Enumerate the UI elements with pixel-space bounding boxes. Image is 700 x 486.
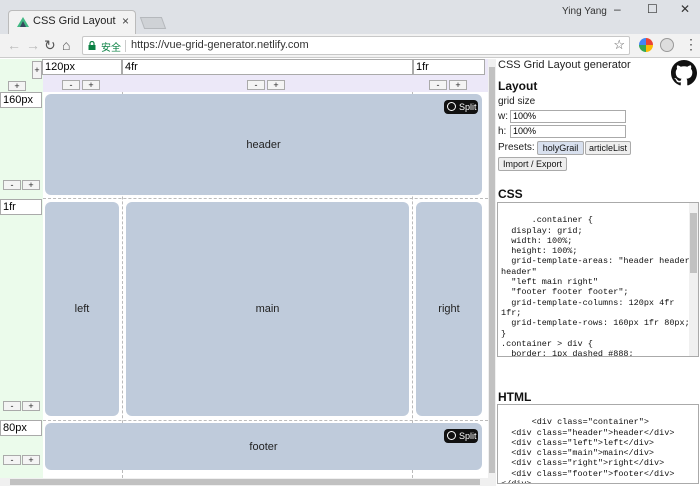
area-label: right bbox=[438, 303, 460, 315]
scrollbar-thumb[interactable] bbox=[690, 213, 697, 273]
column-minus-button[interactable]: - bbox=[62, 80, 80, 90]
address-separator bbox=[125, 40, 126, 52]
height-label: h: bbox=[498, 126, 507, 137]
split-icon bbox=[447, 102, 456, 111]
layout-heading: Layout bbox=[498, 79, 538, 93]
scrollbar-thumb[interactable] bbox=[489, 67, 495, 473]
secure-label: 安全 bbox=[101, 43, 121, 54]
code-scrollbar[interactable] bbox=[689, 203, 698, 356]
row-minus-button[interactable]: - bbox=[3, 180, 21, 190]
close-window-icon[interactable]: ✕ bbox=[680, 2, 691, 16]
row-plus-button[interactable]: + bbox=[22, 401, 40, 411]
area-label: left bbox=[74, 303, 90, 315]
row-minus-button[interactable]: - bbox=[3, 455, 21, 465]
extension-icon[interactable] bbox=[660, 38, 674, 52]
row-size-input[interactable]: 160px bbox=[0, 92, 42, 108]
column-size-input[interactable]: 4fr bbox=[122, 59, 413, 75]
github-icon[interactable] bbox=[671, 60, 697, 86]
tab-close-icon[interactable]: × bbox=[121, 14, 129, 28]
row-size-input[interactable]: 80px bbox=[0, 420, 42, 436]
grid-line bbox=[43, 420, 488, 421]
preset-articlelist-button[interactable]: articleList bbox=[585, 141, 631, 155]
row-plus-button[interactable]: + bbox=[22, 455, 40, 465]
forward-icon[interactable]: → bbox=[26, 37, 40, 53]
back-icon[interactable]: ← bbox=[7, 37, 21, 53]
css-code-box[interactable]: .container { display: grid; width: 100%;… bbox=[497, 202, 699, 357]
area-label: footer bbox=[249, 440, 278, 453]
app-title: CSS Grid Layout generator bbox=[498, 59, 631, 71]
preset-holygrail-button[interactable]: holyGrail bbox=[537, 141, 584, 155]
import-export-button[interactable]: Import / Export bbox=[498, 157, 567, 171]
grid-editor: + + 120px 4fr 1fr - + - + - + 160px 1fr … bbox=[0, 59, 488, 478]
url-text[interactable]: https://vue-grid-generator.netlify.com bbox=[131, 39, 309, 51]
css-code: .container { display: grid; width: 100%;… bbox=[501, 215, 690, 357]
height-input[interactable]: 100% bbox=[510, 125, 626, 138]
split-icon bbox=[447, 431, 456, 440]
css-heading: CSS bbox=[498, 187, 523, 201]
column-plus-button[interactable]: + bbox=[449, 80, 467, 90]
grid-line bbox=[412, 92, 413, 478]
column-size-input[interactable]: 1fr bbox=[413, 59, 485, 75]
add-column-button[interactable]: + bbox=[32, 61, 42, 79]
grid-area-main[interactable]: main bbox=[126, 202, 409, 416]
grid-line bbox=[122, 92, 123, 478]
horizontal-scrollbar[interactable] bbox=[0, 478, 488, 486]
vue-logo-icon bbox=[17, 17, 29, 27]
split-button[interactable]: Split bbox=[444, 100, 478, 114]
width-label: w: bbox=[498, 111, 508, 122]
new-tab-button[interactable] bbox=[139, 17, 167, 29]
scrollbar-thumb[interactable] bbox=[10, 479, 480, 485]
browser-tab[interactable]: CSS Grid Layout genera × bbox=[8, 10, 136, 34]
row-controls-strip bbox=[0, 59, 43, 478]
grid-area-header[interactable]: header bbox=[45, 94, 482, 195]
row-minus-button[interactable]: - bbox=[3, 401, 21, 411]
row-size-input[interactable]: 1fr bbox=[0, 199, 42, 215]
column-plus-button[interactable]: + bbox=[82, 80, 100, 90]
area-label: main bbox=[255, 303, 280, 315]
grid-area-right[interactable]: right bbox=[416, 202, 482, 416]
html-code-box[interactable]: <div class="container"> <div class="head… bbox=[497, 404, 699, 484]
tab-title: CSS Grid Layout genera bbox=[33, 15, 117, 27]
add-row-button[interactable]: + bbox=[8, 81, 26, 91]
grid-area-left[interactable]: left bbox=[45, 202, 119, 416]
width-input[interactable]: 100% bbox=[510, 110, 626, 123]
lock-icon bbox=[88, 41, 96, 50]
browser-toolbar: ← → ↻ ⌂ 安全 https://vue-grid-generator.ne… bbox=[0, 34, 700, 58]
grid-size-label: grid size bbox=[498, 96, 536, 107]
grid-line bbox=[43, 198, 488, 199]
browser-menu-icon[interactable]: ⋮ bbox=[684, 36, 698, 52]
area-label: header bbox=[246, 138, 281, 151]
browser-titlebar: CSS Grid Layout genera × Ying Yang – ☐ ✕ bbox=[0, 0, 700, 34]
html-heading: HTML bbox=[498, 390, 532, 404]
address-bar[interactable]: 安全 https://vue-grid-generator.netlify.co… bbox=[82, 36, 630, 55]
split-label: Split bbox=[459, 102, 477, 112]
page-content: + + 120px 4fr 1fr - + - + - + 160px 1fr … bbox=[0, 59, 700, 486]
profile-name[interactable]: Ying Yang bbox=[562, 6, 607, 17]
settings-panel: CSS Grid Layout generator Layout grid si… bbox=[496, 59, 700, 486]
row-plus-button[interactable]: + bbox=[22, 180, 40, 190]
home-icon[interactable]: ⌂ bbox=[62, 37, 71, 53]
minimize-icon[interactable]: – bbox=[614, 2, 621, 16]
maximize-icon[interactable]: ☐ bbox=[647, 2, 658, 16]
vertical-scrollbar[interactable] bbox=[488, 59, 496, 486]
split-button[interactable]: Split bbox=[444, 429, 478, 443]
split-label: Split bbox=[459, 431, 477, 441]
grid-area-footer[interactable]: footer bbox=[45, 423, 482, 470]
column-size-input[interactable]: 120px bbox=[42, 59, 122, 75]
reload-icon[interactable]: ↻ bbox=[44, 37, 56, 53]
column-minus-button[interactable]: - bbox=[247, 80, 265, 90]
extension-icon[interactable] bbox=[639, 38, 653, 52]
column-plus-button[interactable]: + bbox=[267, 80, 285, 90]
html-code: <div class="container"> <div class="head… bbox=[501, 417, 675, 483]
column-minus-button[interactable]: - bbox=[429, 80, 447, 90]
presets-label: Presets: bbox=[498, 142, 535, 153]
bookmark-star-icon[interactable]: ☆ bbox=[613, 37, 625, 52]
